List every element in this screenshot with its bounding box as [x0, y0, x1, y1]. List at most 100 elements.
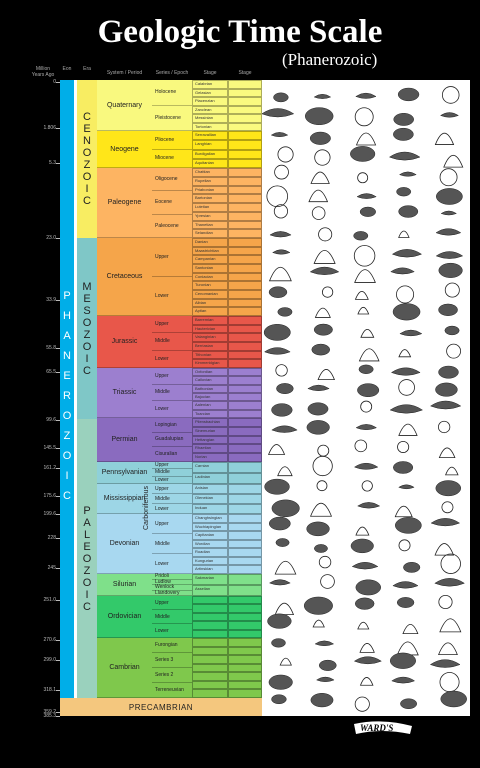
stage-label: Piacenzian: [195, 98, 215, 103]
period-neogene: Neogene: [97, 131, 152, 168]
epoch-cell: Upper: [152, 484, 192, 494]
eon-letter: C: [63, 490, 71, 502]
fossil-drawing: [359, 206, 376, 217]
fossil-drawing: [438, 594, 453, 610]
fossil-drawing: [357, 306, 370, 315]
fossil-drawing: [316, 480, 328, 492]
stage-label: Bajocian: [195, 394, 211, 399]
stage-cell: [228, 376, 262, 385]
period-triassic: Triassic: [97, 368, 152, 418]
age-tick: [56, 238, 60, 239]
stage-cell: [228, 140, 262, 150]
stage-label: Sakmarian: [195, 575, 215, 580]
stage-label: Hauterivian: [195, 325, 216, 331]
stage-label: Aptian: [195, 308, 207, 314]
stage-cell: [192, 672, 228, 681]
fossil-drawing: [435, 228, 462, 236]
stage-label: Santonian: [195, 265, 214, 270]
stage-cell: Olenekian: [192, 494, 228, 504]
stage-cell: [228, 409, 262, 418]
stage-cell: [192, 638, 228, 647]
stage-cell: Hauterivian: [192, 324, 228, 334]
stage-cell: Burdigalian: [192, 149, 228, 159]
epoch-cell: Upper: [152, 316, 192, 334]
stage-cell: [228, 638, 262, 647]
fossil-drawing: [398, 379, 415, 396]
epoch-label: Middle: [155, 540, 170, 547]
fossil-drawing: [352, 562, 379, 570]
stage-cell: Kimmeridgian: [192, 359, 228, 368]
fossil-drawing: [435, 480, 462, 497]
header-eon: Eon: [62, 66, 72, 72]
stage-cell: [228, 444, 262, 454]
fossil-drawing: [310, 171, 330, 184]
stage-cell: [228, 646, 262, 656]
epoch-cell: Lower: [152, 504, 192, 514]
epoch-label: Terreneuvian: [155, 687, 184, 693]
stage-label: Induan: [195, 505, 208, 510]
period-silurian: Silurian: [97, 574, 152, 596]
stage-cell: [228, 484, 262, 494]
fossil-drawing: [390, 404, 424, 414]
fossil-drawing: [274, 602, 295, 616]
stage-cell: Ladinian: [192, 473, 228, 484]
fossil-drawing: [306, 420, 330, 435]
eon-letter: R: [63, 390, 71, 402]
header-stage-b: Stage: [238, 70, 252, 76]
epoch-cell: Middle: [152, 494, 192, 504]
epoch-cell: Paleocene: [152, 214, 192, 238]
precambrian-label: PRECAMBRIAN: [128, 702, 194, 712]
stage-label: Kimmeridgian: [195, 360, 220, 366]
fossil-drawing: [357, 621, 370, 630]
fossil-drawing: [318, 555, 332, 569]
stage-cell: Capitanian: [192, 531, 228, 540]
stage-cell: Maastrichtian: [192, 246, 228, 256]
age-tick: [56, 640, 60, 641]
epoch-cell: Guadalupian: [152, 432, 192, 448]
stage-cell: [228, 88, 262, 97]
epoch-cell: Pleistocene: [152, 105, 192, 131]
fossil-drawing: [355, 424, 378, 431]
stage-cell: Tithonian: [192, 350, 228, 360]
fossil-drawing: [317, 444, 330, 457]
epoch-cell: Pridoli: [152, 573, 192, 580]
stage-label: Changhsingian: [195, 515, 222, 520]
stage-label: Messinian: [195, 115, 214, 120]
stage-cell: Sakmarian: [192, 574, 228, 585]
stage-cell: Tortonian: [192, 122, 228, 131]
fossil-drawing: [314, 149, 331, 166]
fossil-drawing: [393, 461, 414, 474]
stage-cell: Chattian: [192, 168, 228, 177]
age-tick-label: 299.0: [43, 657, 56, 663]
fossil-drawing: [398, 539, 411, 552]
era-letter: C: [83, 195, 91, 207]
fossil-drawing: [269, 231, 292, 238]
fossil-drawing: [274, 164, 289, 180]
stage-cell: Carnian: [192, 462, 228, 473]
period-label: Neogene: [110, 145, 139, 153]
stage-cell: [228, 114, 262, 123]
fossil-drawing: [441, 210, 457, 216]
fossil-drawing: [389, 652, 416, 669]
age-tick: [56, 348, 60, 349]
stage-cell: [228, 203, 262, 212]
fossil-drawing: [358, 364, 374, 374]
epoch-label: Lower: [155, 355, 169, 362]
stage-cell: Hettangian: [192, 435, 228, 445]
epoch-label: Upper: [155, 599, 169, 606]
fossil-drawing: [438, 365, 459, 379]
age-tick-label: 161.2: [43, 465, 56, 471]
stage-cell: [228, 229, 262, 238]
stage-cell: [228, 350, 262, 360]
epoch-cell: Furongian: [152, 638, 192, 653]
fossil-drawing: [398, 349, 412, 358]
fossil-drawing: [435, 382, 458, 397]
fossil-drawing: [307, 402, 329, 416]
stage-cell: Rupelian: [192, 176, 228, 186]
stage-cell: Anisian: [192, 484, 228, 494]
stage-label: Berriasian: [195, 343, 214, 348]
period-quaternary: Quaternary: [97, 80, 152, 131]
stage-label: Bathonian: [195, 385, 214, 391]
epoch-label: Series 2: [155, 672, 174, 678]
